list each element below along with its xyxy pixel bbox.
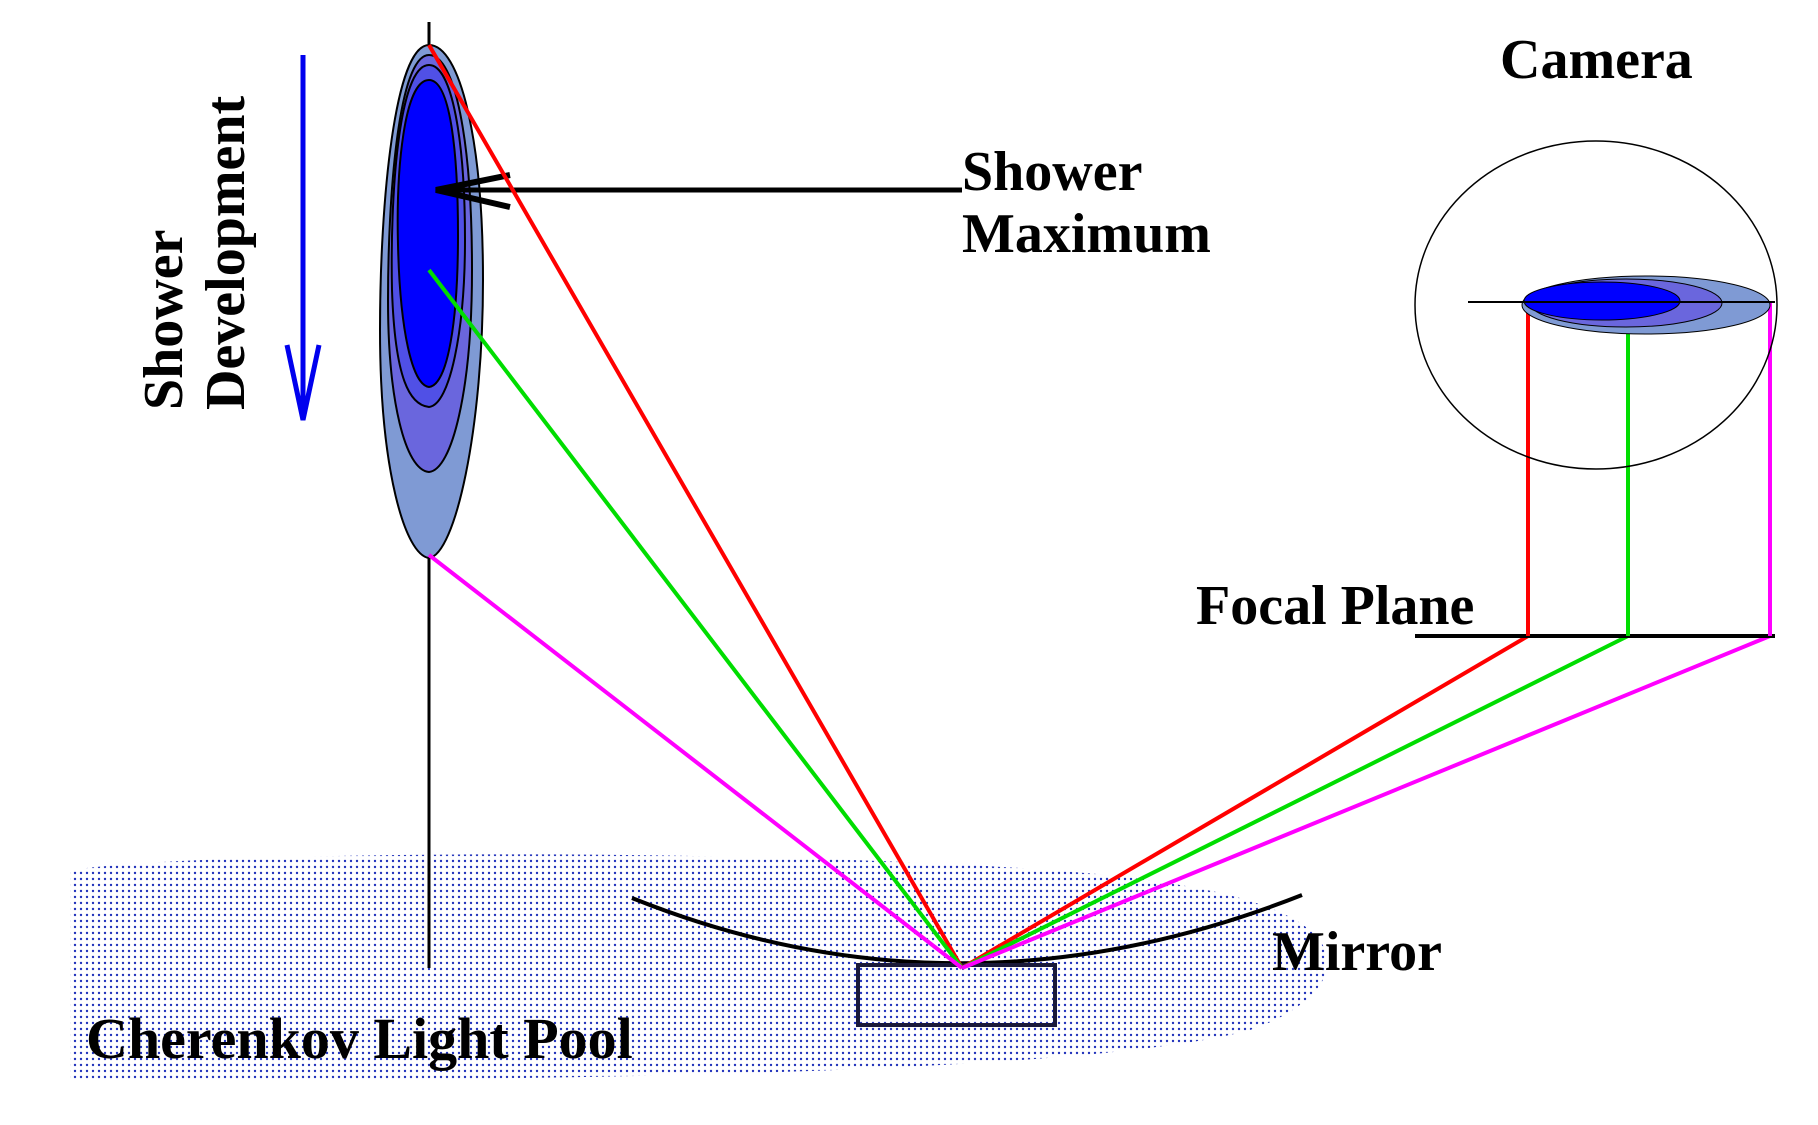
shower-development-label-line2: Development <box>195 95 257 410</box>
ray-center-incoming <box>427 268 964 970</box>
ray-center-reflected <box>961 634 1629 970</box>
ray-bottom-reflected <box>961 634 1771 970</box>
mirror-label: Mirror <box>1272 921 1442 983</box>
air-shower <box>378 43 485 560</box>
shower-maximum-label-line1: Shower <box>962 141 1142 203</box>
camera <box>1414 140 1778 470</box>
shower-core <box>396 78 460 389</box>
down-arrow-icon <box>284 55 322 421</box>
camera-circle <box>1414 140 1778 470</box>
focal-plane-label: Focal Plane <box>1196 575 1474 637</box>
left-arrow-icon <box>435 172 962 210</box>
ray-bottom-incoming <box>427 553 964 970</box>
light-pool-label: Cherenkov Light Pool <box>86 1006 633 1071</box>
ray-top-reflected <box>960 634 1530 970</box>
ray-top-incoming <box>427 43 964 970</box>
shower-development-label-line1: Shower <box>133 230 195 410</box>
camera-label: Camera <box>1500 29 1693 91</box>
shower-maximum-label-line2: Maximum <box>962 203 1211 265</box>
